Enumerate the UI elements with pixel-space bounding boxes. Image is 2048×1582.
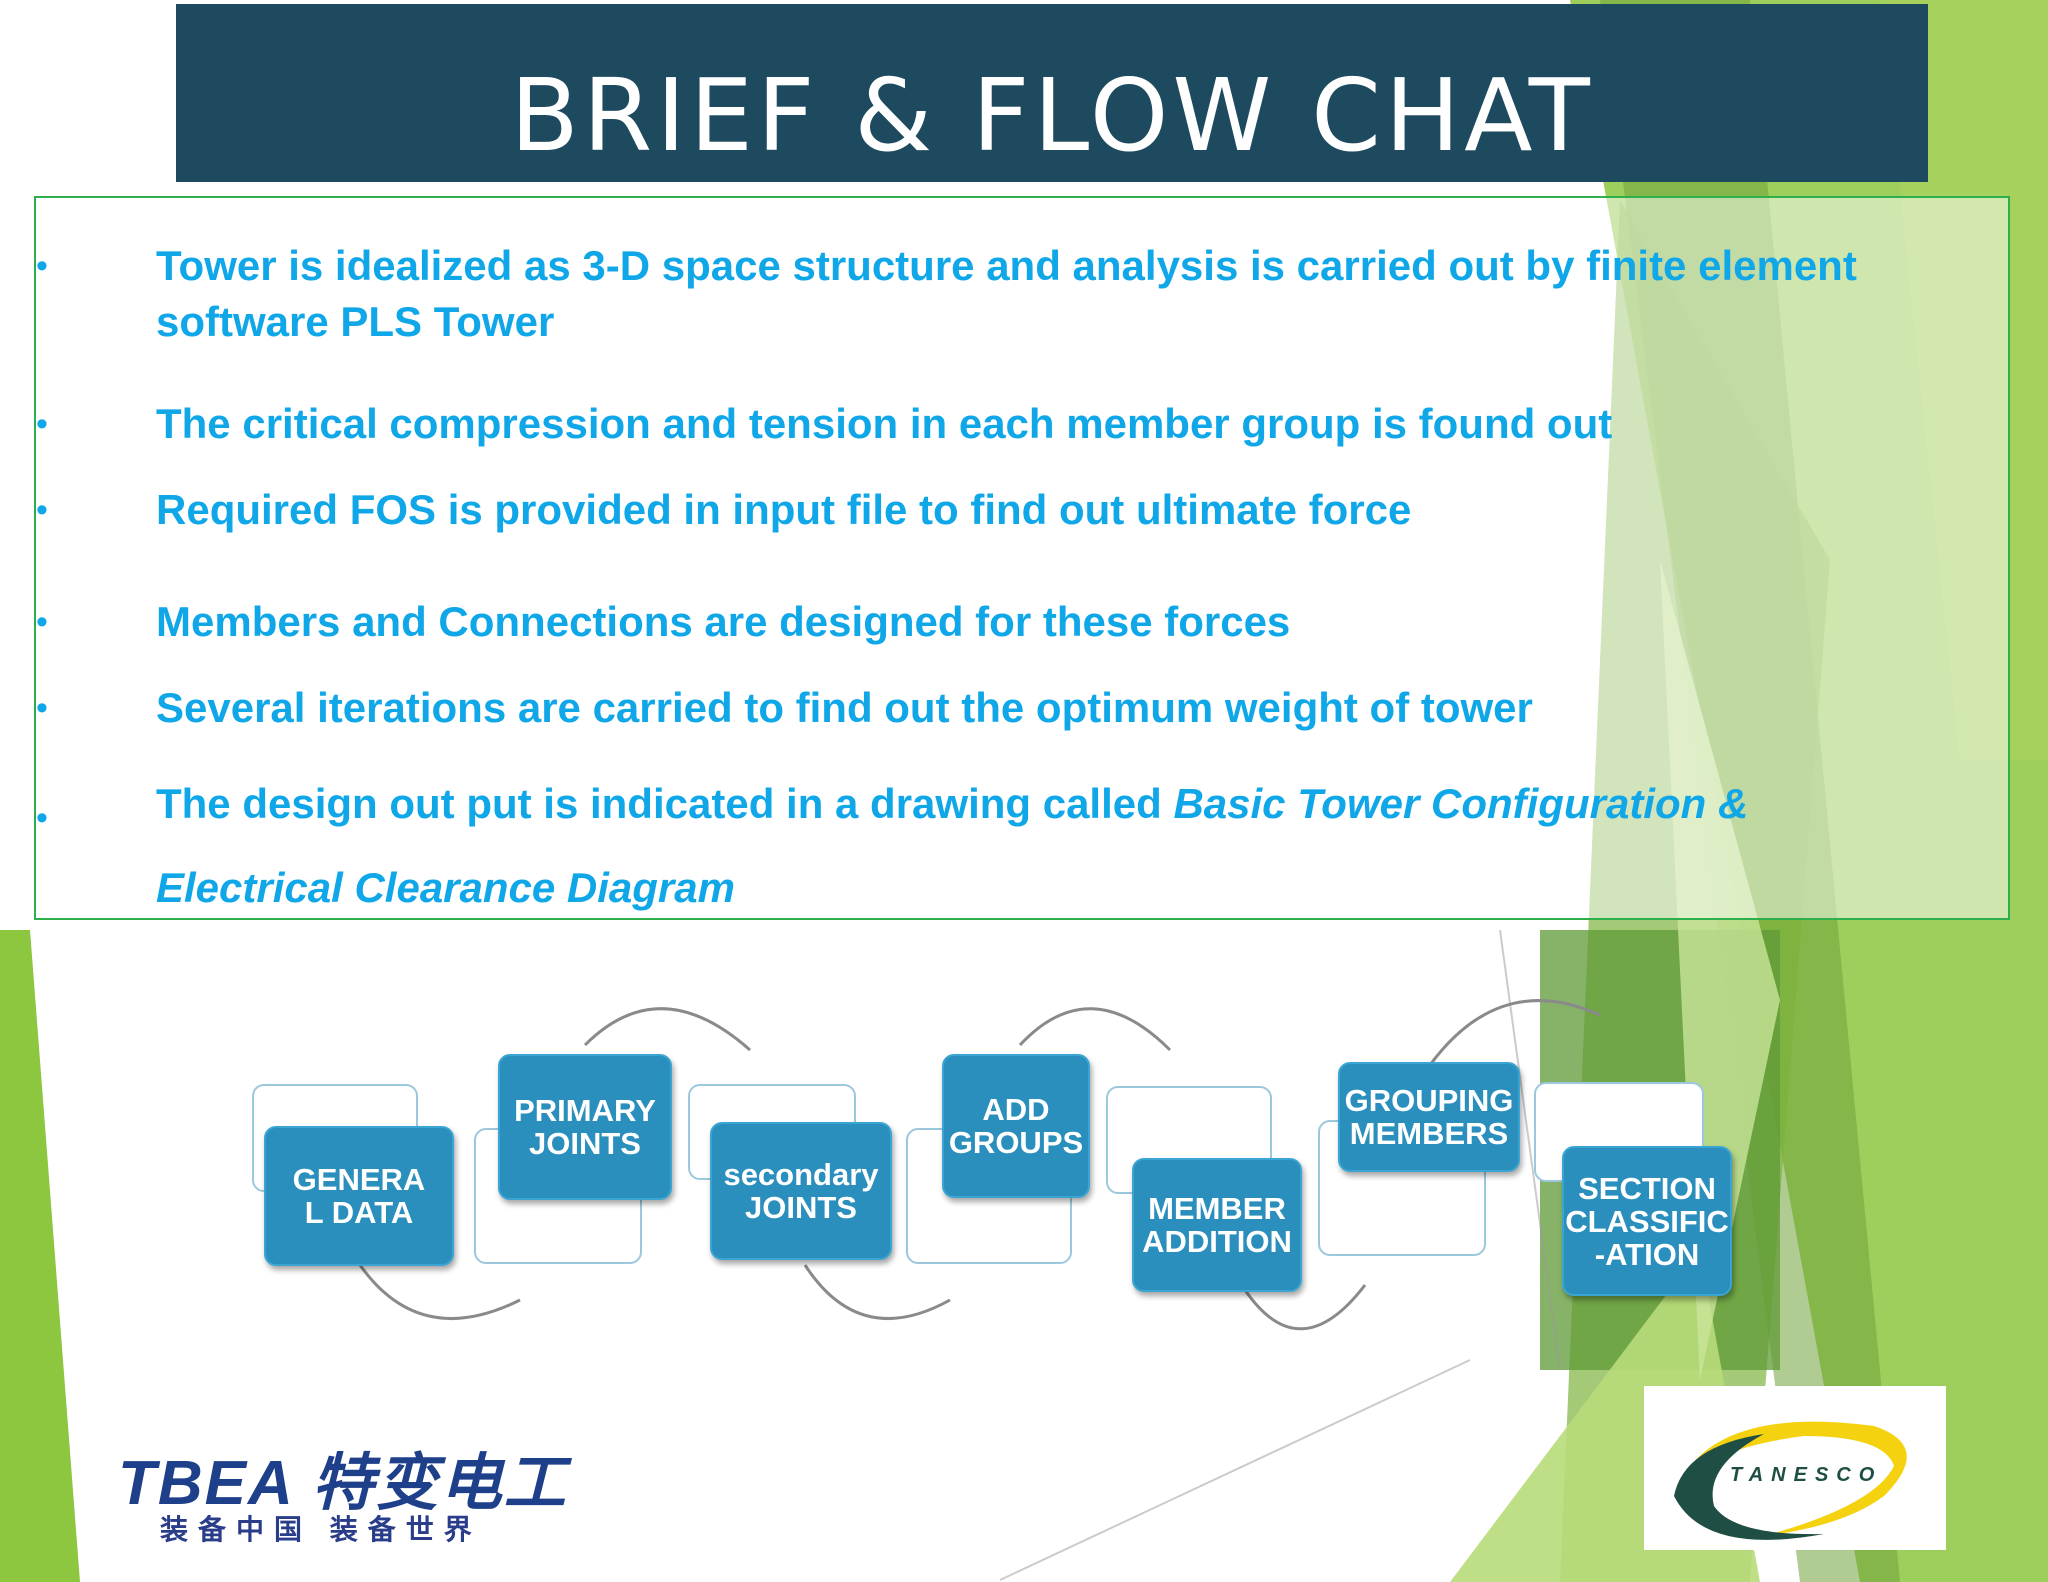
tbea-slogan: 装备中国 装备世界 [160, 1514, 482, 1545]
connector-arc [583, 1007, 751, 1052]
list-item: • Tower is idealized as 3-D space struct… [36, 238, 2012, 358]
list-item: • Required FOS is provided in input file… [36, 482, 2012, 542]
bullet-text: Members and Connections are designed for… [156, 598, 1291, 645]
tbea-logo-text: TBEA 特变电工 [118, 1449, 568, 1518]
list-item: • The critical compression and tension i… [36, 396, 2012, 456]
tanesco-swoosh-icon [1674, 1421, 1907, 1540]
tanesco-logo-text: TANESCO [1730, 1464, 1883, 1486]
bullet-icon: • [36, 689, 48, 727]
bullet-text: Tower is idealized as 3-D space structur… [156, 242, 1857, 289]
flow-step-add-groups: ADD GROUPS [942, 1054, 1090, 1198]
connector-arc [803, 1264, 951, 1320]
bullet-icon: • [36, 405, 48, 443]
bullet-icon: • [36, 247, 48, 285]
bullet-panel: • Tower is idealized as 3-D space struct… [34, 196, 2010, 920]
flow-step-general-data: GENERA L DATA [264, 1126, 454, 1266]
list-item: • Several iterations are carried to find… [36, 680, 2012, 740]
flow-step-primary-joints: PRIMARY JOINTS [498, 1054, 672, 1200]
bullet-text-italic: Basic Tower Configuration & [1173, 780, 1749, 827]
bullet-text: Required FOS is provided in input file t… [156, 486, 1412, 533]
flow-step-secondary-joints: secondary JOINTS [710, 1122, 892, 1260]
bullet-icon: • [36, 603, 48, 641]
bullet-icon: • [36, 799, 48, 837]
tanesco-logo: TANESCO [1644, 1386, 1946, 1550]
bullet-text: Several iterations are carried to find o… [156, 684, 1533, 731]
connector-arc [358, 1264, 521, 1320]
list-item: • The design out put is indicated in a d… [36, 776, 2012, 916]
flow-step-section-classification: SECTION CLASSIFIC -ATION [1562, 1146, 1732, 1296]
flow-step-grouping-members: GROUPING MEMBERS [1338, 1062, 1520, 1172]
connector-arc [1018, 1007, 1172, 1052]
slide-title: BRIEF & FLOW CHAT [510, 57, 1594, 174]
bullet-text: The design out put is indicated in a dra… [156, 780, 1174, 827]
bullet-icon: • [36, 491, 48, 529]
bullet-text: software PLS Tower [156, 298, 555, 345]
bullet-text-italic: Electrical Clearance Diagram [156, 864, 735, 911]
title-banner: BRIEF & FLOW CHAT [176, 4, 1928, 182]
tbea-logo: TBEA 特变电工 装备中国 装备世界 [118, 1432, 568, 1552]
connector-arc [1243, 1284, 1367, 1331]
flow-step-member-addition: MEMBER ADDITION [1132, 1158, 1302, 1292]
connector-arc [1428, 999, 1601, 1066]
bullet-text: The critical compression and tension in … [156, 400, 1613, 447]
list-item: • Members and Connections are designed f… [36, 594, 2012, 654]
